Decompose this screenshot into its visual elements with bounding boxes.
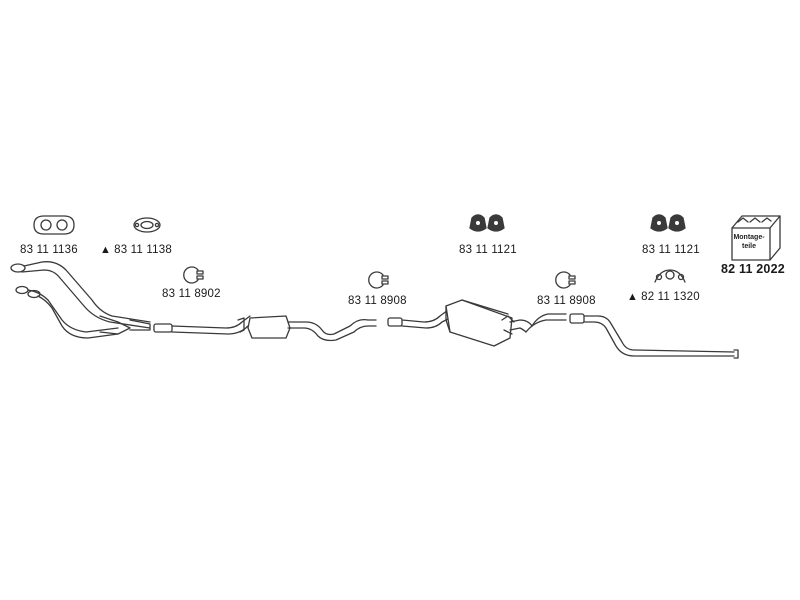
gasket-1-icon bbox=[33, 215, 75, 235]
part-label-mounting-kit: 82 11 2022 bbox=[721, 262, 785, 276]
rubber-mount-1-icon bbox=[469, 214, 505, 232]
mounting-kit-label-line2: teile bbox=[742, 243, 756, 250]
part-label-rubber-mount-1: 83 11 1121 bbox=[459, 244, 517, 256]
gasket-2-icon bbox=[133, 217, 161, 233]
part-label-hanger-bracket: ▲82 11 1320 bbox=[627, 291, 700, 303]
part-number: 83 11 1121 bbox=[642, 244, 700, 256]
clamp-1-icon bbox=[183, 266, 204, 284]
part-label-clamp-2: 83 11 8908 bbox=[348, 295, 407, 307]
part-label-clamp-3: 83 11 8908 bbox=[537, 295, 596, 307]
warning-icon: ▲ bbox=[627, 291, 639, 303]
part-number: 82 11 2022 bbox=[721, 262, 785, 276]
clamp-3-icon bbox=[555, 271, 576, 289]
clamp-2-icon bbox=[368, 271, 389, 289]
part-number: 83 11 1138 bbox=[114, 244, 172, 256]
rear-muffler-icon bbox=[387, 299, 567, 347]
mounting-kit-box-icon bbox=[731, 215, 781, 261]
center-muffler-icon bbox=[153, 315, 377, 342]
warning-icon: ▲ bbox=[100, 244, 112, 256]
part-number: 83 11 8902 bbox=[162, 288, 221, 300]
part-number: 83 11 8908 bbox=[348, 295, 407, 307]
hanger-bracket-icon bbox=[654, 269, 686, 283]
part-number: 83 11 8908 bbox=[537, 295, 596, 307]
mounting-kit-label-line1: Montage- bbox=[733, 234, 765, 241]
part-label-rubber-mount-2: 83 11 1121 bbox=[642, 244, 700, 256]
part-label-gasket-2: ▲83 11 1138 bbox=[100, 244, 172, 256]
rubber-mount-2-icon bbox=[650, 214, 686, 232]
front-downpipe-icon bbox=[10, 261, 151, 339]
tail-pipe-icon bbox=[569, 313, 739, 359]
part-number: 83 11 1121 bbox=[459, 244, 517, 256]
part-label-gasket-1: 83 11 1136 bbox=[20, 244, 78, 256]
part-number: 82 11 1320 bbox=[641, 291, 700, 303]
part-number: 83 11 1136 bbox=[20, 244, 78, 256]
part-label-clamp-1: 83 11 8902 bbox=[162, 288, 221, 300]
